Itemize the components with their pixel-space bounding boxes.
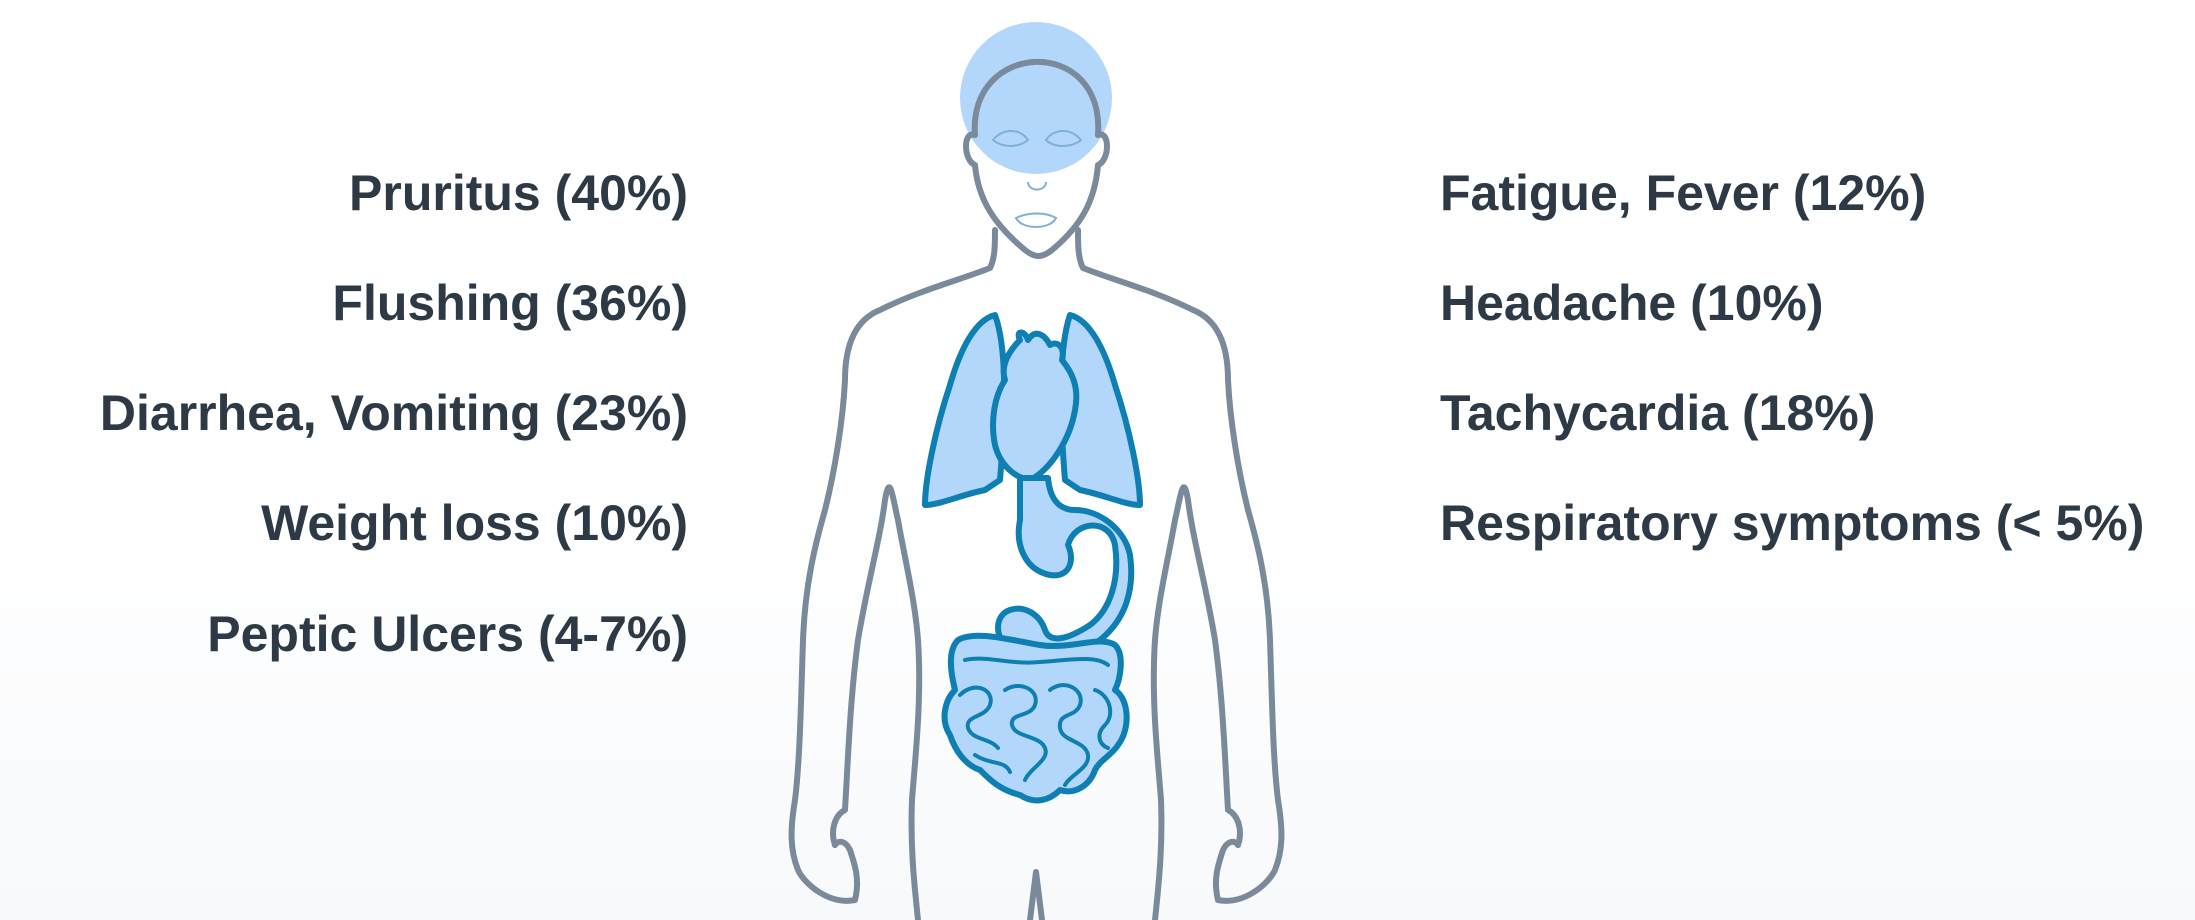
stomach-icon	[998, 478, 1131, 656]
